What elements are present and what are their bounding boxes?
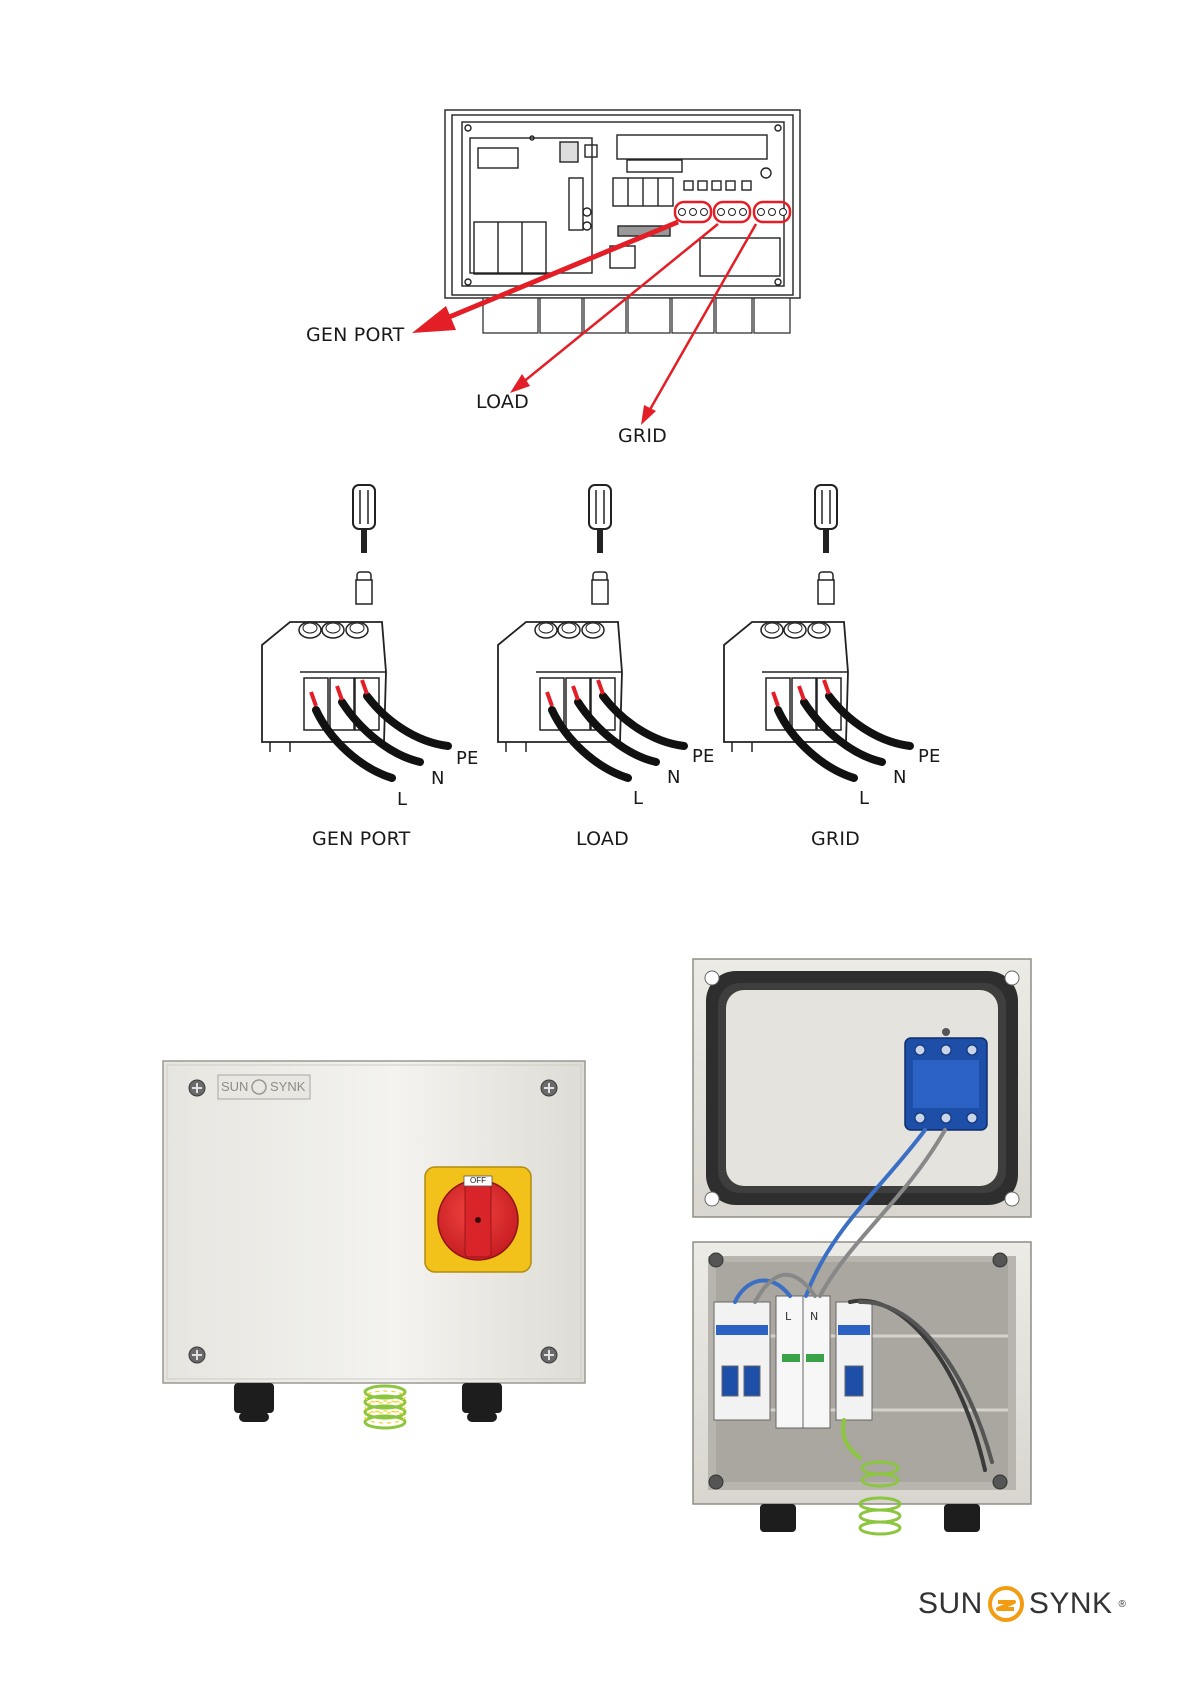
brand-swirl-icon — [987, 1585, 1025, 1623]
wire-label-pe: PE — [692, 746, 715, 767]
breaker-mark-n: N — [810, 1310, 818, 1323]
terminal-block-3 — [724, 485, 910, 778]
brand-left: SUN — [918, 1587, 983, 1621]
caption-grid: GRID — [811, 828, 860, 850]
wire-label-l: L — [633, 788, 643, 809]
wire-label-pe: PE — [918, 746, 941, 767]
caption-load: LOAD — [576, 828, 629, 850]
wire-label-n: N — [431, 768, 445, 789]
plate-brand-right: SYNK — [270, 1079, 305, 1094]
breaker-left — [714, 1302, 770, 1420]
plate-brand-left: SUN — [221, 1079, 248, 1094]
terminal-block-2 — [498, 485, 684, 778]
footer-logo: SUN SYNK ® — [918, 1585, 1126, 1623]
breaker-mark-l: L — [785, 1310, 791, 1323]
caption-gen-port: GEN PORT — [312, 828, 410, 850]
callout-gen-port: GEN PORT — [306, 324, 404, 346]
open-box-lid — [693, 959, 1031, 1217]
wire-label-l: L — [859, 788, 869, 809]
wire-label-n: N — [667, 767, 681, 788]
callout-load: LOAD — [476, 391, 529, 413]
terminal-block-1 — [262, 485, 448, 778]
brand-right: SYNK — [1029, 1587, 1113, 1621]
wire-label-n: N — [893, 767, 907, 788]
wire-label-l: L — [397, 789, 407, 810]
screwdriver-icon — [815, 485, 837, 529]
wire-label-pe: PE — [456, 748, 479, 769]
port-screws — [679, 209, 787, 216]
terminal-blocks — [262, 485, 910, 778]
registered-mark: ® — [1119, 1599, 1127, 1610]
cable-glands — [483, 298, 790, 333]
isolator-box — [163, 1061, 585, 1428]
switch-off-label: OFF — [467, 1176, 489, 1185]
screwdriver-icon — [589, 485, 611, 529]
breaker-right — [836, 1302, 872, 1420]
callout-grid: GRID — [618, 425, 667, 447]
screwdriver-icon — [353, 485, 375, 529]
